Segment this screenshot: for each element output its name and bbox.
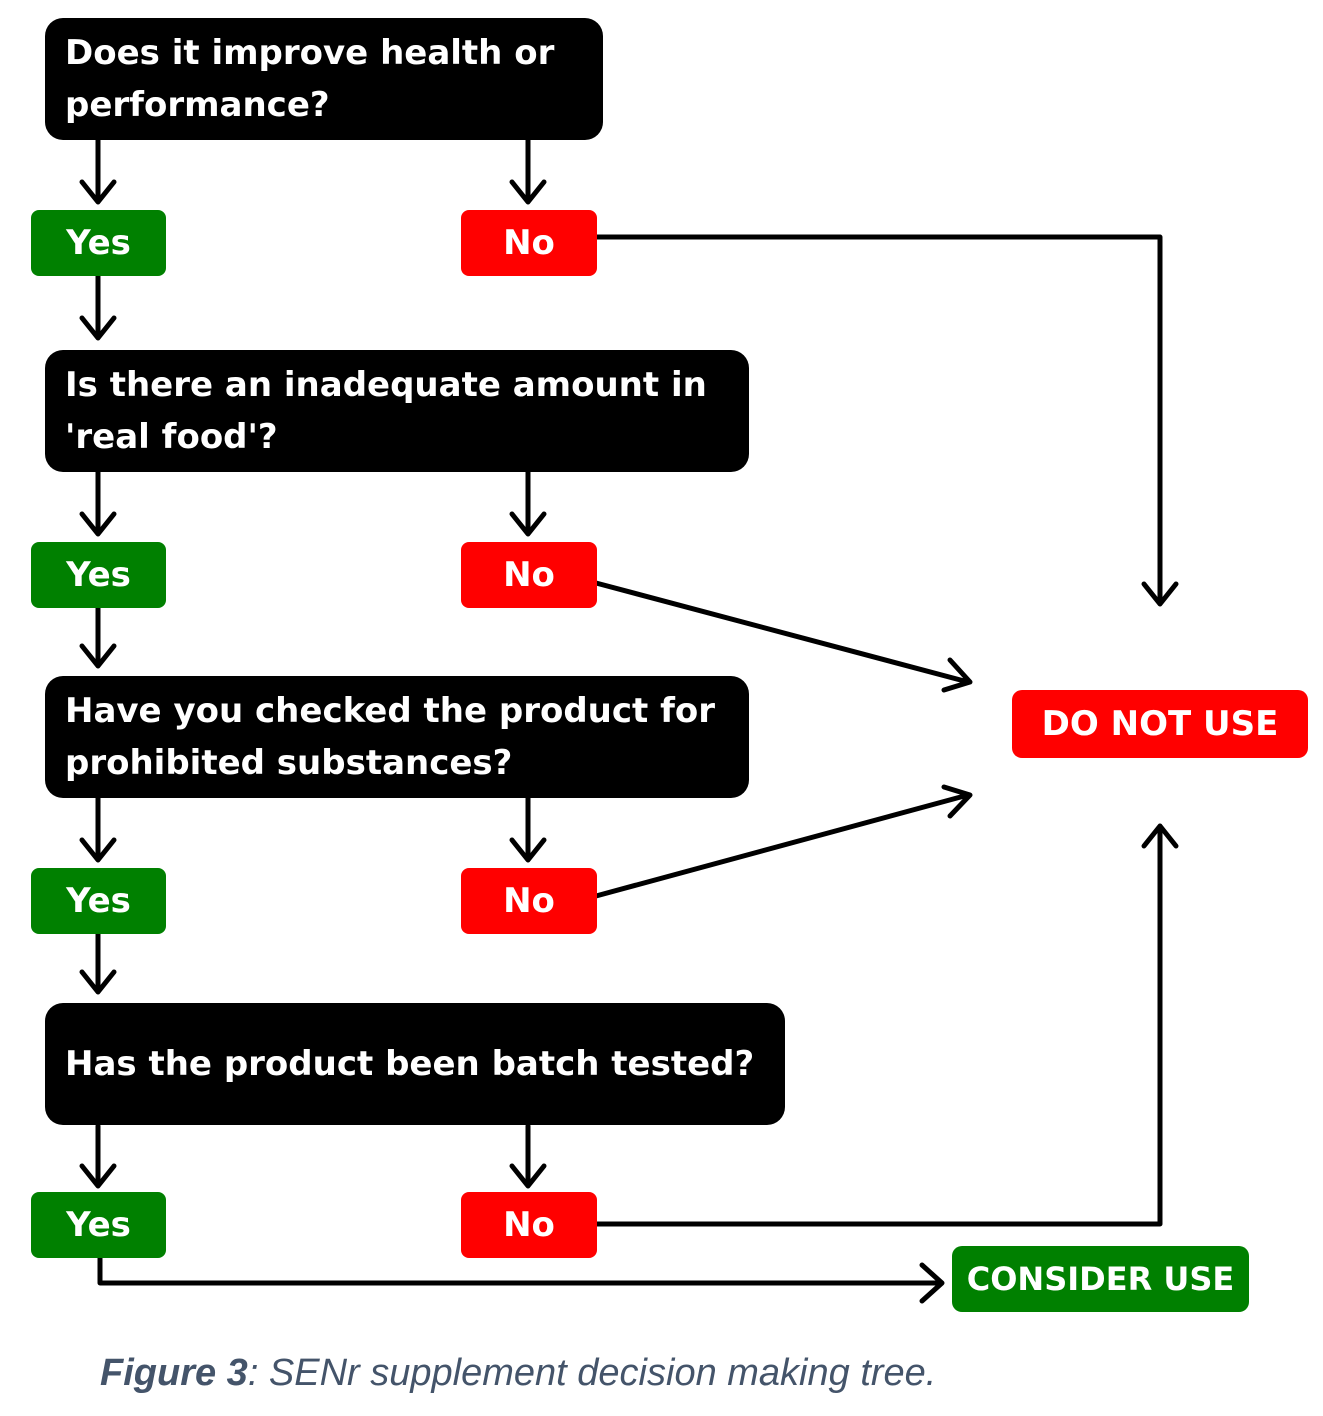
caption-text: : SENr supplement decision making tree. <box>247 1352 937 1394</box>
arrow-q2-no <box>509 469 547 537</box>
no-3-label: No <box>503 881 555 921</box>
no-1-label: No <box>503 223 555 263</box>
yes-4: Yes <box>31 1192 166 1258</box>
yes-4-label: Yes <box>66 1205 131 1245</box>
question-1: Does it improve health or performance? <box>45 18 603 140</box>
arrow-yes3-q4 <box>79 931 117 995</box>
question-4-text: Has the product been batch tested? <box>65 1044 755 1084</box>
question-3: Have you checked the product for prohibi… <box>45 676 749 798</box>
no-2: No <box>461 542 597 608</box>
arrow-q1-yes <box>79 137 117 205</box>
question-2-text: Is there an inadequate amount in 'real f… <box>65 365 707 457</box>
figure-caption: Figure 3: SENr supplement decision makin… <box>100 1352 936 1395</box>
no-3: No <box>461 868 597 934</box>
yes-1: Yes <box>31 210 166 276</box>
do-not-use-outcome: DO NOT USE <box>1012 690 1308 758</box>
arrow-yes4-consideruse <box>97 1255 945 1304</box>
arrow-no1-donotuse <box>593 234 1179 607</box>
yes-3: Yes <box>31 868 166 934</box>
question-2: Is there an inadequate amount in 'real f… <box>45 350 749 472</box>
no-2-label: No <box>503 555 555 595</box>
arrow-yes1-q2 <box>79 273 117 341</box>
no-4: No <box>461 1192 597 1258</box>
arrow-no2-donotuse <box>593 580 973 693</box>
arrow-q2-yes <box>79 469 117 537</box>
arrow-yes2-q3 <box>79 605 117 669</box>
arrow-q3-yes <box>79 795 117 863</box>
yes-2-label: Yes <box>66 555 131 595</box>
yes-1-label: Yes <box>66 223 131 263</box>
consider-use-outcome: CONSIDER USE <box>952 1246 1249 1312</box>
yes-3-label: Yes <box>66 881 131 921</box>
question-4: Has the product been batch tested? <box>45 1003 785 1125</box>
yes-2: Yes <box>31 542 166 608</box>
arrow-q4-no <box>509 1123 547 1189</box>
arrow-no4-donotuse <box>593 823 1179 1227</box>
no-1: No <box>461 210 597 276</box>
consider-use-label: CONSIDER USE <box>966 1260 1235 1298</box>
arrow-q1-no <box>509 137 547 205</box>
question-1-text: Does it improve health or performance? <box>65 33 555 125</box>
do-not-use-label: DO NOT USE <box>1041 704 1279 744</box>
arrow-no3-donotuse <box>593 784 973 899</box>
arrow-q4-yes <box>79 1123 117 1189</box>
caption-label: Figure 3 <box>100 1352 248 1394</box>
arrow-q3-no <box>509 795 547 863</box>
question-3-text: Have you checked the product for prohibi… <box>65 691 716 783</box>
no-4-label: No <box>503 1205 555 1245</box>
